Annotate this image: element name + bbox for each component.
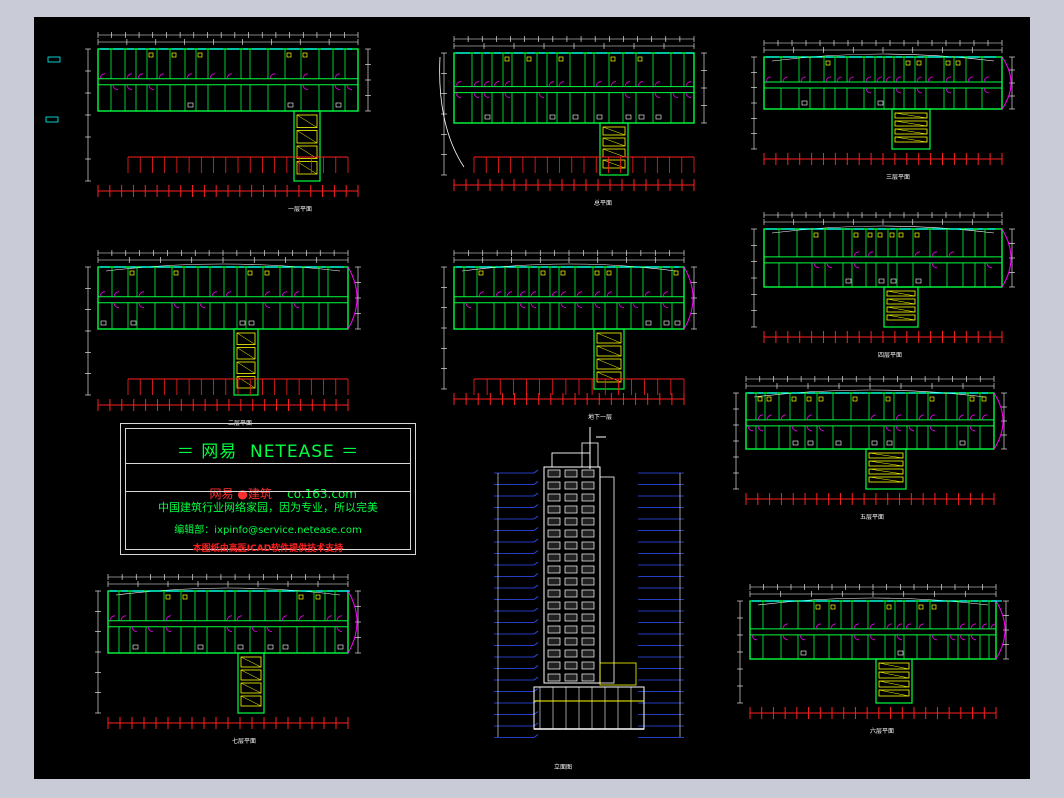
drawing-label: 五层平面 <box>860 514 884 521</box>
floor-plan-3[interactable]: 二层平面 <box>85 250 361 427</box>
floor-plan-5[interactable]: 四层平面 <box>751 212 1015 359</box>
credit-support: 本图纸由高医ICAD软件提供技术支持 <box>192 544 344 554</box>
credit-divider-2 <box>126 491 410 492</box>
parking-row <box>473 156 695 173</box>
floor-plan-6[interactable]: 五层平面 <box>733 376 1007 521</box>
floor-plan-8[interactable]: 七层平面 <box>95 574 361 745</box>
parking-row <box>127 156 349 173</box>
drawing-label: 地下一层 <box>588 413 612 421</box>
credit-panel-frame: ＝ 网易 NETEASE ＝ 网易 ●建筑 co.163.com 中国建筑行业网… <box>125 428 411 554</box>
floor-plan-1[interactable]: 总平面 <box>441 36 707 207</box>
drawing-label: 三层平面 <box>886 174 910 181</box>
credit-domain: co.163.com <box>287 487 357 501</box>
parking-row <box>473 378 685 395</box>
floor-plan-2[interactable]: 三层平面 <box>751 40 1015 181</box>
credit-editor: 编辑部：ixpinfo@service.netease.com <box>174 525 362 536</box>
floor-plan-7[interactable]: 六层平面 <box>737 584 1009 735</box>
parking-row <box>127 378 349 395</box>
cad-drawing-canvas[interactable]: 一层平面 总平面 三层平面二层平面地下一层 四层平面五层平面六层平面七层平面立面图 ＝… <box>34 17 1030 779</box>
building-elevation[interactable]: 立面图 <box>494 427 684 771</box>
drawing-label: 一层平面 <box>288 206 312 213</box>
drawing-label: 七层平面 <box>232 737 256 745</box>
floor-plan-4[interactable]: 地下一层 <box>441 250 697 421</box>
credit-slogan: 中国建筑行业网络家园，因为专业，所以完美 <box>158 501 378 514</box>
drawing-label: 立面图 <box>554 763 572 771</box>
credit-panel: ＝ 网易 NETEASE ＝ 网易 ●建筑 co.163.com 中国建筑行业网… <box>120 423 416 555</box>
drawing-label: 总平面 <box>594 199 612 207</box>
floor-plan-0[interactable]: 一层平面 <box>85 32 371 213</box>
credit-divider <box>126 463 410 464</box>
credit-title: ＝ 网易 NETEASE ＝ <box>176 442 360 462</box>
credit-brand-line: 网易 ●建筑 co.163.com <box>126 471 410 516</box>
drawing-label: 四层平面 <box>878 352 902 359</box>
credit-brand: 网易 ●建筑 <box>209 487 272 501</box>
drawing-label: 六层平面 <box>870 727 894 735</box>
